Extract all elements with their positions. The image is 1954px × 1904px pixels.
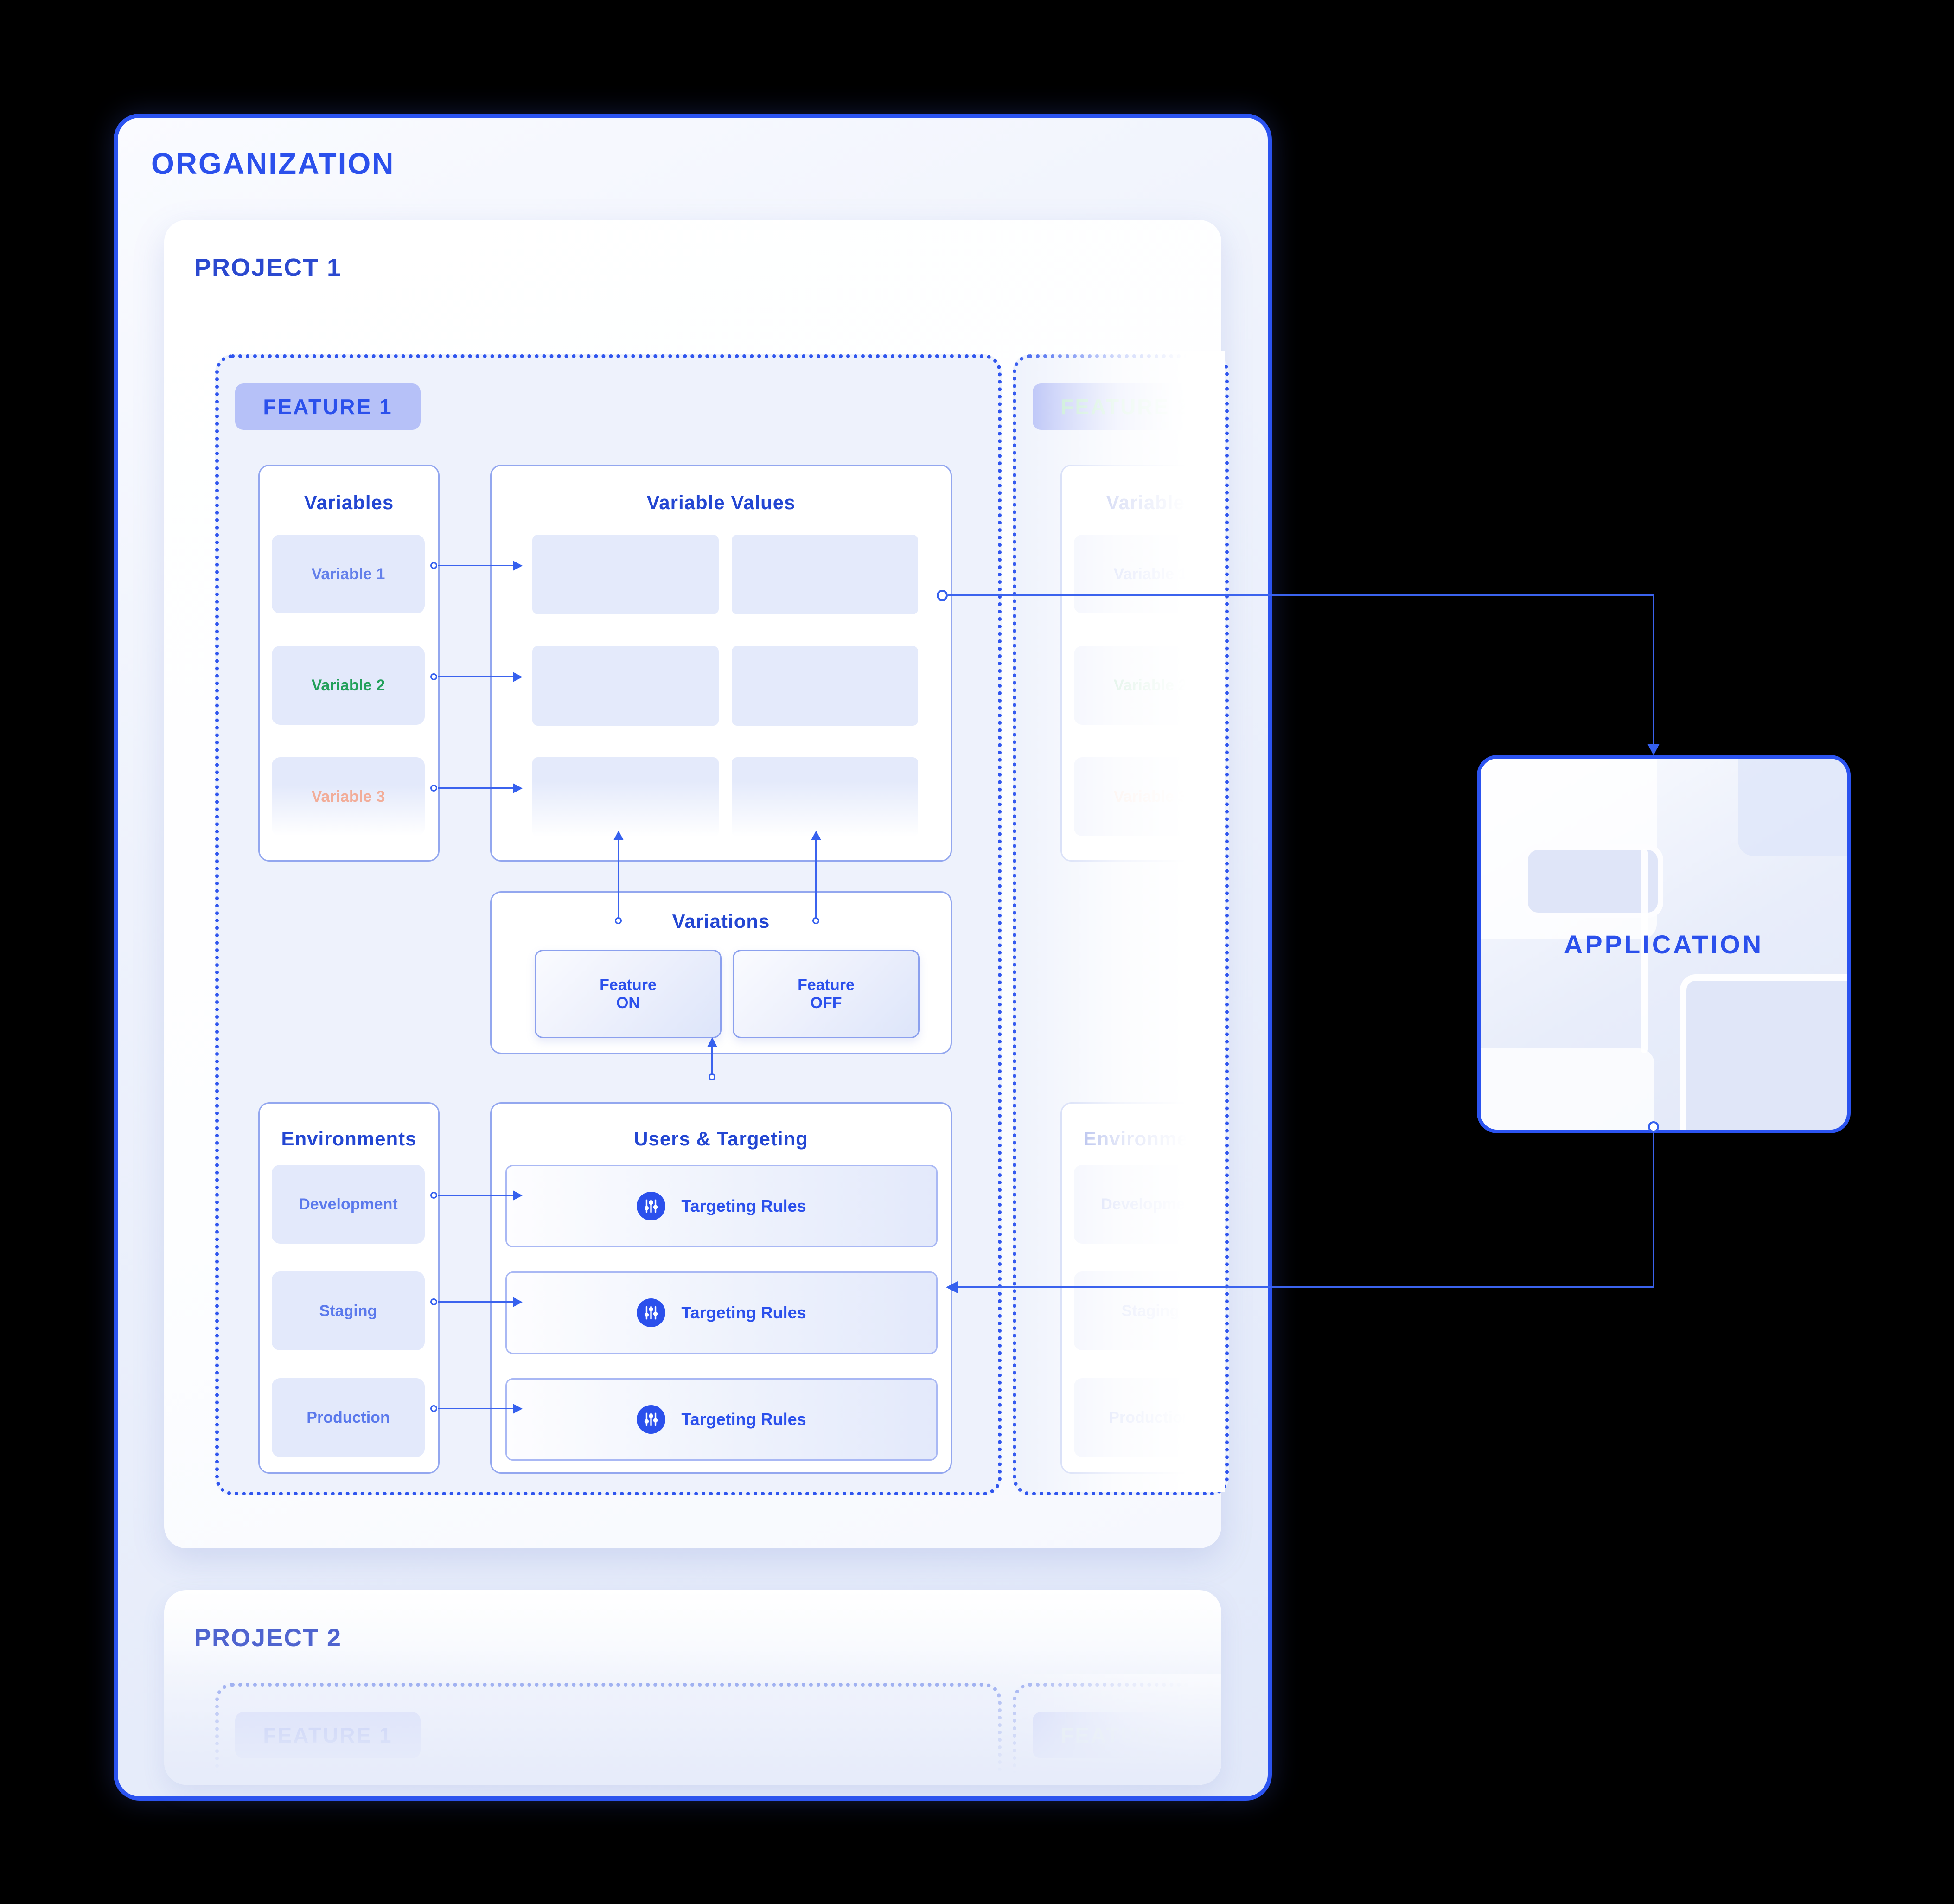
connector-variable-2-arrow-icon xyxy=(513,672,523,682)
connector-development-arrow-icon xyxy=(513,1190,523,1201)
application-title: APPLICATION xyxy=(1564,929,1764,959)
targeting-rules-row: Targeting Rules xyxy=(505,1165,938,1247)
feature-off-card: Feature OFF xyxy=(733,950,920,1038)
environments-box: Environments Development Staging Product… xyxy=(258,1102,440,1474)
variable-value-cell xyxy=(732,535,918,614)
connector-variable-1-line xyxy=(438,565,514,566)
connector-feature-off-line xyxy=(815,840,817,918)
variable-value-cell xyxy=(532,535,719,614)
connector-app-to-targeting-dot xyxy=(1648,1121,1659,1132)
environment-production-chip: Production xyxy=(272,1378,425,1457)
connector-staging-dot xyxy=(430,1298,437,1305)
connector-production-arrow-icon xyxy=(513,1404,523,1414)
feature-2-fade-overlay xyxy=(1009,351,1225,1492)
variations-box: Variations Feature ON Feature OFF xyxy=(490,891,952,1054)
connector-variable-1-arrow-icon xyxy=(513,561,523,571)
targeting-rules-label: Targeting Rules xyxy=(681,1303,806,1322)
environment-staging-chip: Staging xyxy=(272,1271,425,1350)
connector-production-line xyxy=(438,1408,514,1409)
variable-value-cell xyxy=(532,646,719,726)
connector-development-dot xyxy=(430,1192,437,1199)
connector-feature-off-arrow-icon xyxy=(811,831,821,840)
connector-development-line xyxy=(438,1195,514,1196)
connector-targeting-to-variations-line xyxy=(711,1047,713,1074)
organization-panel: ORGANIZATION PROJECT 1 FEATURE 1 Variabl… xyxy=(114,114,1272,1801)
targeting-rules-row: Targeting Rules xyxy=(505,1378,938,1461)
connector-feature-off-dot xyxy=(812,917,819,924)
targeting-rules-label: Targeting Rules xyxy=(681,1410,806,1429)
connector-variable-1-dot xyxy=(430,562,437,569)
connector-values-to-app-hline xyxy=(948,594,1654,596)
variable-value-cell xyxy=(532,757,719,837)
variable-value-cell xyxy=(732,646,918,726)
variable-values-title: Variable Values xyxy=(646,492,796,513)
variable-values-box: Variable Values xyxy=(490,465,952,862)
environments-title: Environments xyxy=(281,1128,417,1150)
application-card: APPLICATION xyxy=(1477,755,1851,1133)
connector-values-to-app-vline xyxy=(1653,595,1654,745)
connector-values-to-app-arrow-icon xyxy=(1647,744,1660,755)
variable-1-chip: Variable 1 xyxy=(272,535,425,613)
connector-staging-line xyxy=(438,1301,514,1303)
app-deco-shape xyxy=(1641,849,1648,1053)
connector-app-to-targeting-vline xyxy=(1653,1132,1654,1287)
connector-variable-3-line xyxy=(438,787,514,789)
environment-development-chip: Development xyxy=(272,1165,425,1244)
project-1-title: PROJECT 1 xyxy=(194,254,342,281)
users-targeting-title: Users & Targeting xyxy=(634,1128,808,1150)
project-1-card: PROJECT 1 FEATURE 1 Variables Variable 1… xyxy=(164,220,1229,1548)
connector-feature-on-arrow-icon xyxy=(613,831,624,840)
sliders-icon xyxy=(637,1192,666,1220)
variable-value-cell xyxy=(732,757,918,837)
connector-staging-arrow-icon xyxy=(513,1297,523,1307)
organization-title: ORGANIZATION xyxy=(151,147,395,180)
connector-feature-on-line xyxy=(618,840,619,918)
connector-app-to-targeting-hline xyxy=(957,1286,1654,1288)
connector-targeting-to-variations-dot xyxy=(709,1073,715,1080)
project-2-card: PROJECT 2 FEATURE 1 FEATURE 2 xyxy=(164,1590,1221,1785)
sliders-icon xyxy=(637,1405,666,1434)
connector-values-to-app-dot xyxy=(937,590,948,601)
feature-1-container: FEATURE 1 Variables Variable 1 Variable … xyxy=(215,354,1002,1495)
variable-3-chip: Variable 3 xyxy=(272,757,425,836)
feature-1-label: FEATURE 1 xyxy=(235,383,421,430)
sliders-icon xyxy=(637,1298,666,1327)
connector-variable-3-dot xyxy=(430,785,437,792)
app-deco-shape xyxy=(1481,1048,1654,1130)
connector-variable-2-dot xyxy=(430,673,437,680)
variables-box: Variables Variable 1 Variable 2 Variable… xyxy=(258,465,440,862)
app-deco-shape xyxy=(1522,844,1663,918)
variable-2-chip: Variable 2 xyxy=(272,646,425,725)
users-targeting-box: Users & Targeting Targeting Rules Target… xyxy=(490,1102,952,1474)
connector-variable-3-arrow-icon xyxy=(513,783,523,793)
app-deco-shape xyxy=(1738,759,1847,856)
connector-app-to-targeting-arrow-icon xyxy=(946,1281,958,1293)
variations-title: Variations xyxy=(672,910,770,932)
connector-production-dot xyxy=(430,1405,437,1412)
connector-feature-on-dot xyxy=(615,917,622,924)
feature-on-card: Feature ON xyxy=(535,950,722,1038)
connector-targeting-to-variations-arrow-icon xyxy=(707,1037,717,1047)
targeting-rules-label: Targeting Rules xyxy=(681,1196,806,1215)
targeting-rules-row: Targeting Rules xyxy=(505,1271,938,1354)
app-deco-shape xyxy=(1680,974,1847,1130)
project-2-bottom-fade-overlay xyxy=(164,1646,1221,1785)
variables-title: Variables xyxy=(304,492,394,513)
connector-variable-2-line xyxy=(438,676,514,677)
